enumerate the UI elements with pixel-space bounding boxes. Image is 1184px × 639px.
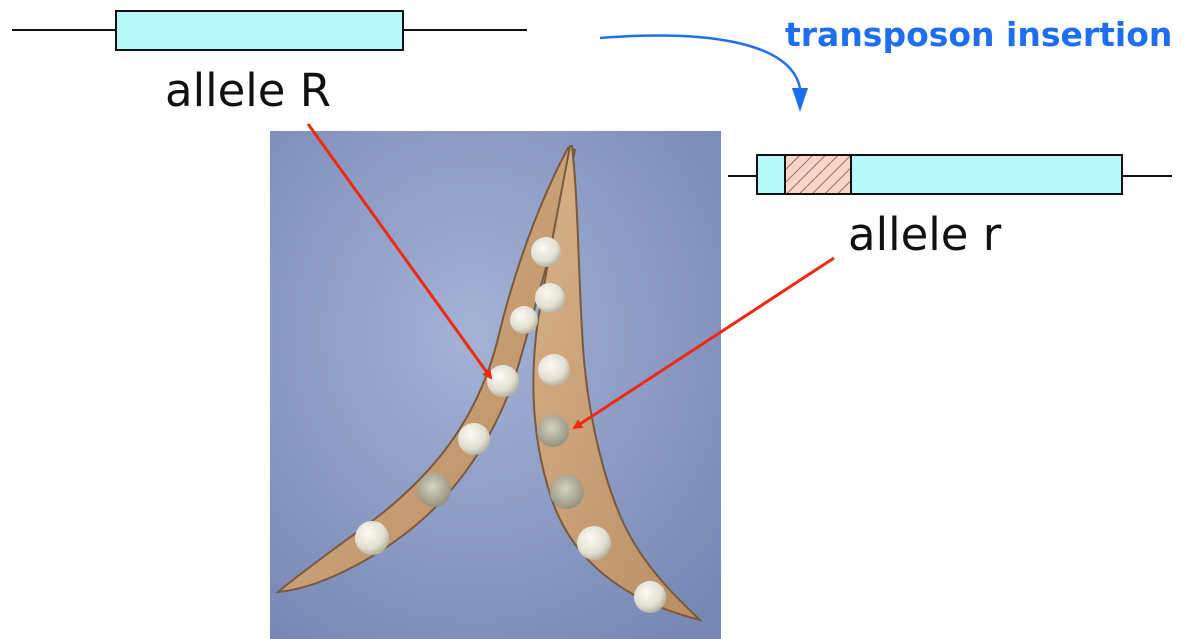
round-pea [577, 526, 611, 560]
round-pea [538, 354, 570, 386]
transposon-insertion-label: transposon insertion [785, 18, 1172, 51]
transposon-insertion-arrow [600, 36, 808, 112]
wrinkled-pea [550, 475, 584, 509]
allele-R-label: allele R [165, 68, 331, 113]
round-pea [510, 306, 538, 334]
allele-r-label: allele r [848, 212, 1001, 257]
round-pea [531, 237, 561, 267]
wrinkled-pea [417, 473, 451, 507]
round-pea [487, 365, 519, 397]
wrinkled-pea [537, 415, 569, 447]
pea-pod-photo [270, 131, 721, 639]
allele-R-gene-box [116, 11, 403, 50]
round-pea [535, 283, 565, 313]
transposon-insert-box [785, 155, 851, 194]
allele-r-gene-diagram [728, 155, 1172, 194]
allele-R-gene-diagram [12, 11, 527, 50]
round-pea [634, 581, 666, 613]
round-pea [458, 423, 490, 455]
round-pea [355, 521, 389, 555]
